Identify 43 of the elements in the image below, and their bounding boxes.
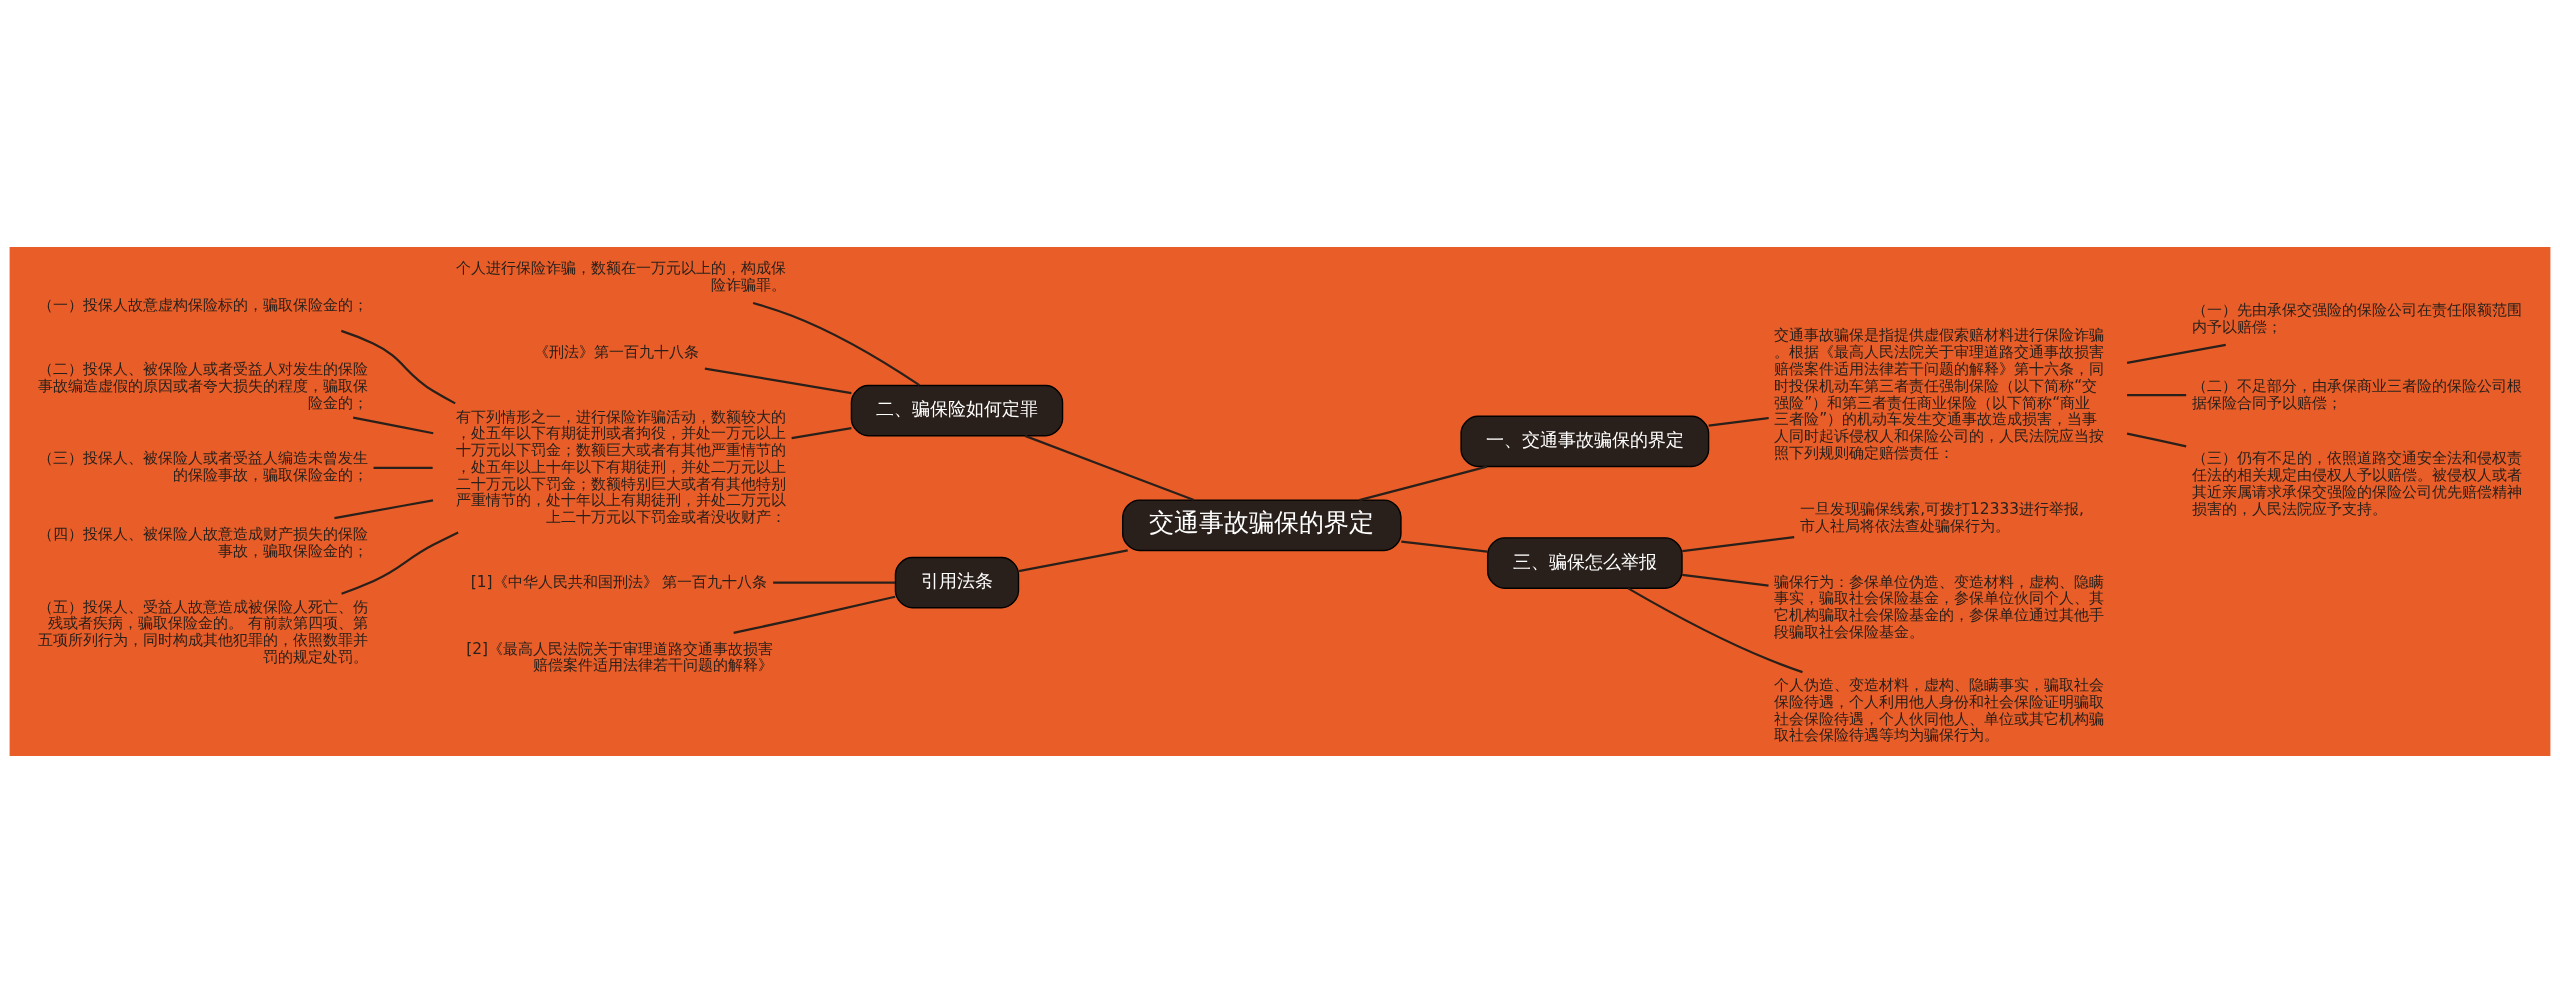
node-text: （三）投保人、被保险人或者受益人编造未曾发生的保险事故，骗取保险金的； <box>37 449 368 485</box>
node-text: 个人伪造、变造材料，虚构、隐瞒事实，骗取社会保险待遇，个人利用他人身份和社会保险证明骗取社会保险待遇，个人伙同他人、单位或其它机构骗取社会保险待遇等均为骗保行为。 <box>1774 676 2105 745</box>
connector <box>791 426 852 440</box>
node-text: （二）投保人、被保险人或者受益人对发生的保险事故编造虚假的原因或者夸大损失的程度，骗取保险金的； <box>37 359 368 412</box>
connector <box>1708 416 1769 427</box>
node-text: （二）不足部分，由承保商业三者险的保险公司根据保险合同予以赔偿； <box>2192 376 2523 412</box>
connector <box>1682 536 1795 553</box>
connector <box>341 531 459 595</box>
node-text: [1]《中华人民共和国刑法》 第一百九十八条 <box>470 572 768 591</box>
connector <box>2126 432 2187 448</box>
connector <box>733 595 896 634</box>
node-text: 有下列情形之一，进行保险诈骗活动，数额较大的，处五年以下有期徒刑或者拘役，并处一万元以上十万元以下罚金；数额巨大或者有其他严重情节的，处五年以上十年以下有期徒刑，并处二万元以上二十万元以下罚金；数额特别巨大或者有其他特别严重情节的，处十年以上有期徒刑，并处二万元以上二十万元以下罚金或者没收财产： <box>455 407 786 527</box>
node-text: 骗保行为：参保单位伪造、变造材料，虚构、隐瞒事实，骗取社会保险基金，参保单位伙同个人、其它机构骗取社会保险基金的，参保单位通过其他手段骗取社会保险基金。 <box>1774 572 2105 641</box>
node-text: 交通事故骗保是指提供虚假索赔材料进行保险诈骗。根据《最高人民法院关于审理道路交通事故损害赔偿案件适用法律若干问题的解释》第十六条，同时投保机动车第三者责任强制保险（以下简称“交强险”）和第三者责任商业保险（以下简称“商业三者险”）的机动车发生交通事故造成损害，当事人同时起诉侵权人和保险公司的，人民法院应当按照下列规则确定赔偿责任： <box>1774 326 2105 462</box>
node-text: （五）投保人、受益人故意造成被保险人死亡、伤残或者疾病，骗取保险金的。 有前款第四项、第五项所列行为，同时构成其他犯罪的，依照数罪并罚的规定处罚。 <box>37 597 368 667</box>
connector <box>373 466 433 470</box>
node-box: 一、交通事故骗保的界定 <box>1460 415 1710 468</box>
connector <box>2127 394 2187 397</box>
connector <box>2126 343 2226 364</box>
connector <box>704 367 852 395</box>
node-text: （一）先由承保交强险的保险公司在责任限额范围内予以赔偿； <box>2192 301 2523 337</box>
connector <box>340 329 456 405</box>
node-box: 交通事故骗保的界定 <box>1122 499 1402 552</box>
node-box: 二、骗保险如何定罪 <box>850 384 1064 437</box>
node-text: （三）仍有不足的，依照道路交通安全法和侵权责任法的相关规定由侵权人予以赔偿。被侵权人或者其近亲属请求承保交强险的保险公司优先赔偿精神损害的，人民法院应予支持。 <box>2192 449 2523 518</box>
connector <box>1401 540 1488 553</box>
node-text: [2]《最高人民法院关于审理道路交通事故损害赔偿案件适用法律若干问题的解释》 <box>466 639 774 675</box>
node-text: 一旦发现骗保线索,可拨打12333进行举报,市人社局将依法查处骗保行为。 <box>1800 499 2084 535</box>
node-text: 《刑法》第一百九十八条 <box>533 343 699 362</box>
node-box: 三、骗保怎么举报 <box>1486 537 1683 589</box>
connector <box>752 301 921 387</box>
connector <box>1018 549 1128 573</box>
node-text: （四）投保人、被保险人故意造成财产损失的保险事故，骗取保险金的； <box>37 524 368 560</box>
node-text: 个人进行保险诈骗，数额在一万元以上的，构成保险诈骗罪。 <box>455 259 786 295</box>
connector <box>334 499 434 520</box>
connector <box>1024 434 1195 502</box>
node-text: （一）投保人故意虚构保险标的，骗取保险金的； <box>37 295 368 314</box>
connector <box>352 416 434 435</box>
connector <box>1627 587 1803 674</box>
node-box: 引用法条 <box>894 556 1020 609</box>
connector <box>1682 573 1769 587</box>
connector <box>1359 465 1488 502</box>
connector <box>773 581 896 584</box>
